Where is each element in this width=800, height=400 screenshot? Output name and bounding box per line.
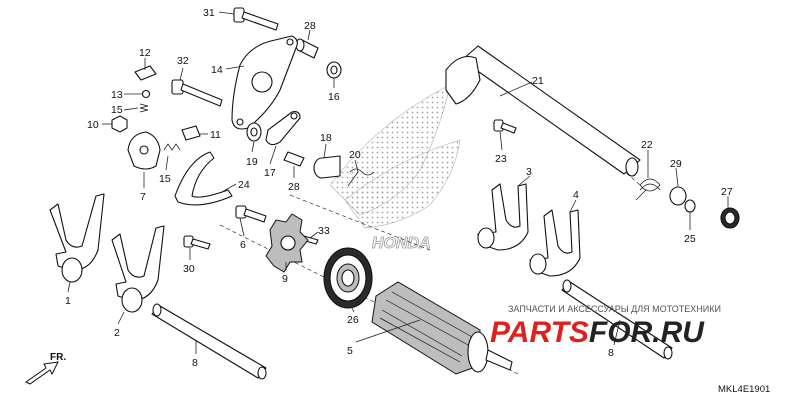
callout-8-right: 8 (608, 347, 614, 359)
callout-29: 29 (670, 158, 682, 170)
brand-wordmark: HONDA (372, 235, 431, 252)
callout-33: 33 (318, 225, 330, 237)
shift-drum-5 (371, 281, 513, 375)
cap-11 (181, 125, 201, 141)
shift-shaft-21 (445, 45, 641, 177)
guide-plate-24 (174, 151, 233, 206)
callout-15-bottom: 15 (159, 173, 171, 185)
fork-shaft-8-left (151, 303, 267, 380)
callout-30: 30 (183, 263, 195, 275)
callout-3: 3 (526, 166, 532, 178)
holder-7 (127, 131, 161, 170)
callout-12: 12 (139, 47, 151, 59)
callout-6: 6 (240, 239, 246, 251)
diagram-code: MKL4E1901 (718, 384, 770, 395)
shift-fork-1 (49, 193, 105, 283)
spring-20 (347, 168, 375, 187)
callout-31: 31 (203, 7, 215, 19)
bushing-16 (326, 61, 342, 79)
bolt-32 (171, 79, 223, 107)
bolt-31 (233, 7, 279, 31)
callout-5: 5 (347, 345, 353, 357)
callout-18: 18 (320, 132, 332, 144)
honda-wing-emblem: HONDA (329, 84, 461, 252)
shift-fork-4 (529, 209, 581, 277)
callout-17: 17 (264, 167, 276, 179)
callout-19: 19 (246, 156, 258, 168)
collar-29 (669, 186, 687, 206)
washer-19 (246, 122, 262, 142)
collar-28 (295, 38, 319, 59)
leader-lines (67, 11, 729, 354)
washer-25 (684, 199, 696, 213)
callout-11: 11 (210, 129, 221, 141)
site-watermark: ЗАПЧАСТИ И АКСЕССУАРЫ ДЛЯ МОТОТЕХНИКИ PA… (490, 304, 721, 349)
oil-seal-27 (720, 207, 740, 229)
callout-4: 4 (573, 189, 579, 201)
watermark-logo-red: PARTS (490, 316, 589, 349)
callout-22: 22 (641, 139, 653, 151)
callout-13: 13 (111, 89, 123, 101)
spring-15-top (139, 103, 149, 113)
shift-fork-3 (477, 183, 529, 251)
bolt-6 (235, 205, 267, 223)
callout-20: 20 (349, 149, 361, 161)
nut-10 (111, 115, 128, 133)
callout-25: 25 (684, 233, 696, 245)
callout-9: 9 (282, 273, 288, 285)
plate-14 (231, 35, 298, 130)
bearing-26 (323, 247, 373, 309)
stopper-18 (313, 155, 341, 179)
callout-28: 28 (304, 20, 316, 32)
callout-26: 26 (347, 314, 359, 326)
fork-shaft-8-right (561, 279, 673, 360)
callout-labels: 31 28 12 32 14 16 13 15 10 11 15 7 19 17… (65, 7, 733, 369)
callout-23: 23 (495, 153, 507, 165)
cap-12 (134, 65, 157, 81)
callout-28-lower: 28 (288, 181, 300, 193)
drum-center-9 (265, 213, 309, 273)
callout-2: 2 (114, 327, 120, 339)
callout-7: 7 (140, 191, 146, 203)
callout-14: 14 (211, 64, 223, 76)
callout-32: 32 (177, 55, 189, 67)
bolt-23 (493, 119, 517, 134)
watermark-logo-dark: FOR.RU (589, 316, 705, 349)
bolt-30 (183, 235, 211, 250)
callout-15-top: 15 (111, 104, 123, 116)
callout-1: 1 (65, 295, 71, 307)
callout-24: 24 (238, 179, 250, 191)
callout-16: 16 (328, 91, 340, 103)
front-label: FR. (50, 352, 66, 363)
watermark-logo: PARTSFOR.RU (490, 316, 705, 349)
front-direction-marker: FR. (25, 352, 66, 385)
collar-28-lower (283, 151, 305, 167)
callout-8-left: 8 (192, 357, 198, 369)
callout-27: 27 (721, 186, 733, 198)
return-spring-22 (635, 178, 661, 201)
callout-10: 10 (87, 119, 99, 131)
watermark-tagline: ЗАПЧАСТИ И АКСЕССУАРЫ ДЛЯ МОТОТЕХНИКИ (508, 304, 721, 314)
shift-fork-2 (111, 225, 165, 313)
spring-15-bottom (163, 143, 181, 151)
ball-13 (141, 89, 151, 99)
arm-17 (265, 111, 301, 146)
callout-21: 21 (532, 75, 544, 87)
